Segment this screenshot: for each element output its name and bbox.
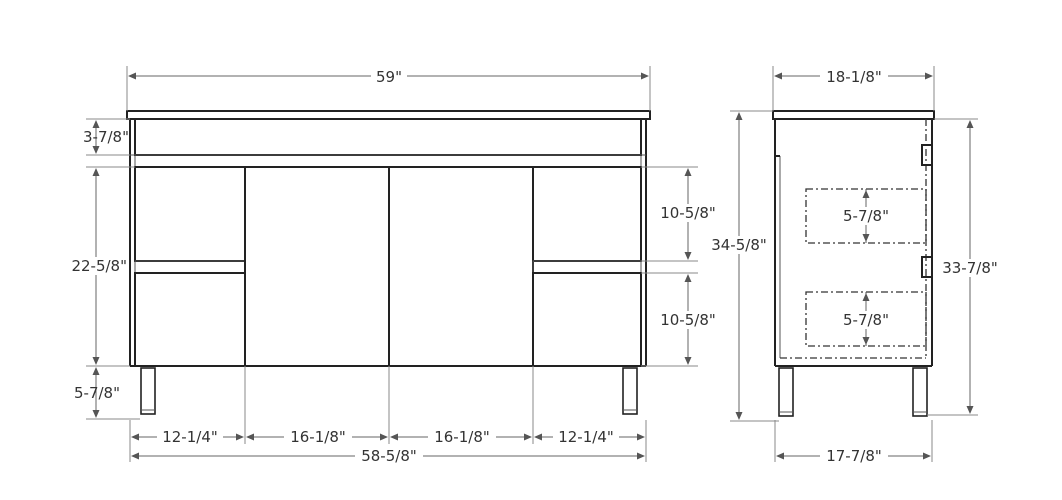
front-drawer-left-lower <box>134 272 246 367</box>
label-front-door-width-left: 16-1/8" <box>290 428 346 446</box>
front-door-right <box>388 166 534 367</box>
front-leg-left <box>140 367 156 415</box>
label-side-depth-top: 18-1/8" <box>826 68 882 86</box>
front-view: 59" 3-7/8" 22-5/8" 5-7/8" 10-5/8" 10-5/8… <box>58 66 721 465</box>
label-front-drawer-width-right: 12-1/4" <box>558 428 614 446</box>
front-leg-right <box>622 367 638 415</box>
label-side-depth-bottom: 17-7/8" <box>826 447 882 465</box>
side-leg-back <box>912 367 928 417</box>
label-front-door-height: 22-5/8" <box>71 257 127 275</box>
label-side-body-height: 33-7/8" <box>942 259 998 277</box>
side-hinge-upper <box>921 144 932 166</box>
label-side-drawer-depth-upper: 5-7/8" <box>843 207 889 225</box>
side-countertop <box>772 110 935 120</box>
label-front-drawer-upper: 10-5/8" <box>660 204 716 222</box>
label-front-leg-height: 5-7/8" <box>74 384 120 402</box>
front-drawer-right-upper <box>532 166 642 262</box>
side-view: 18-1/8" 34-5/8" 33-7/8" 5-7/8" 5-7/8" 17… <box>706 66 1002 465</box>
label-side-total-height: 34-5/8" <box>711 236 767 254</box>
label-front-width-top: 59" <box>376 68 402 86</box>
front-drawer-left-upper <box>134 166 246 262</box>
front-countertop <box>126 110 651 120</box>
side-hinge-lower <box>921 256 932 278</box>
front-drawer-right-middle-rail <box>532 260 642 274</box>
side-leg-front <box>778 367 794 417</box>
front-drawer-left-middle-rail <box>134 260 246 274</box>
label-front-door-width-right: 16-1/8" <box>434 428 490 446</box>
front-top-rail <box>134 118 642 156</box>
label-front-top-rail: 3-7/8" <box>83 128 129 146</box>
front-door-left <box>244 166 390 367</box>
front-drawer-right-lower <box>532 272 642 367</box>
label-front-drawer-lower: 10-5/8" <box>660 311 716 329</box>
label-side-drawer-depth-lower: 5-7/8" <box>843 311 889 329</box>
label-front-drawer-width-left: 12-1/4" <box>162 428 218 446</box>
label-front-width-bottom: 58-5/8" <box>361 447 417 465</box>
